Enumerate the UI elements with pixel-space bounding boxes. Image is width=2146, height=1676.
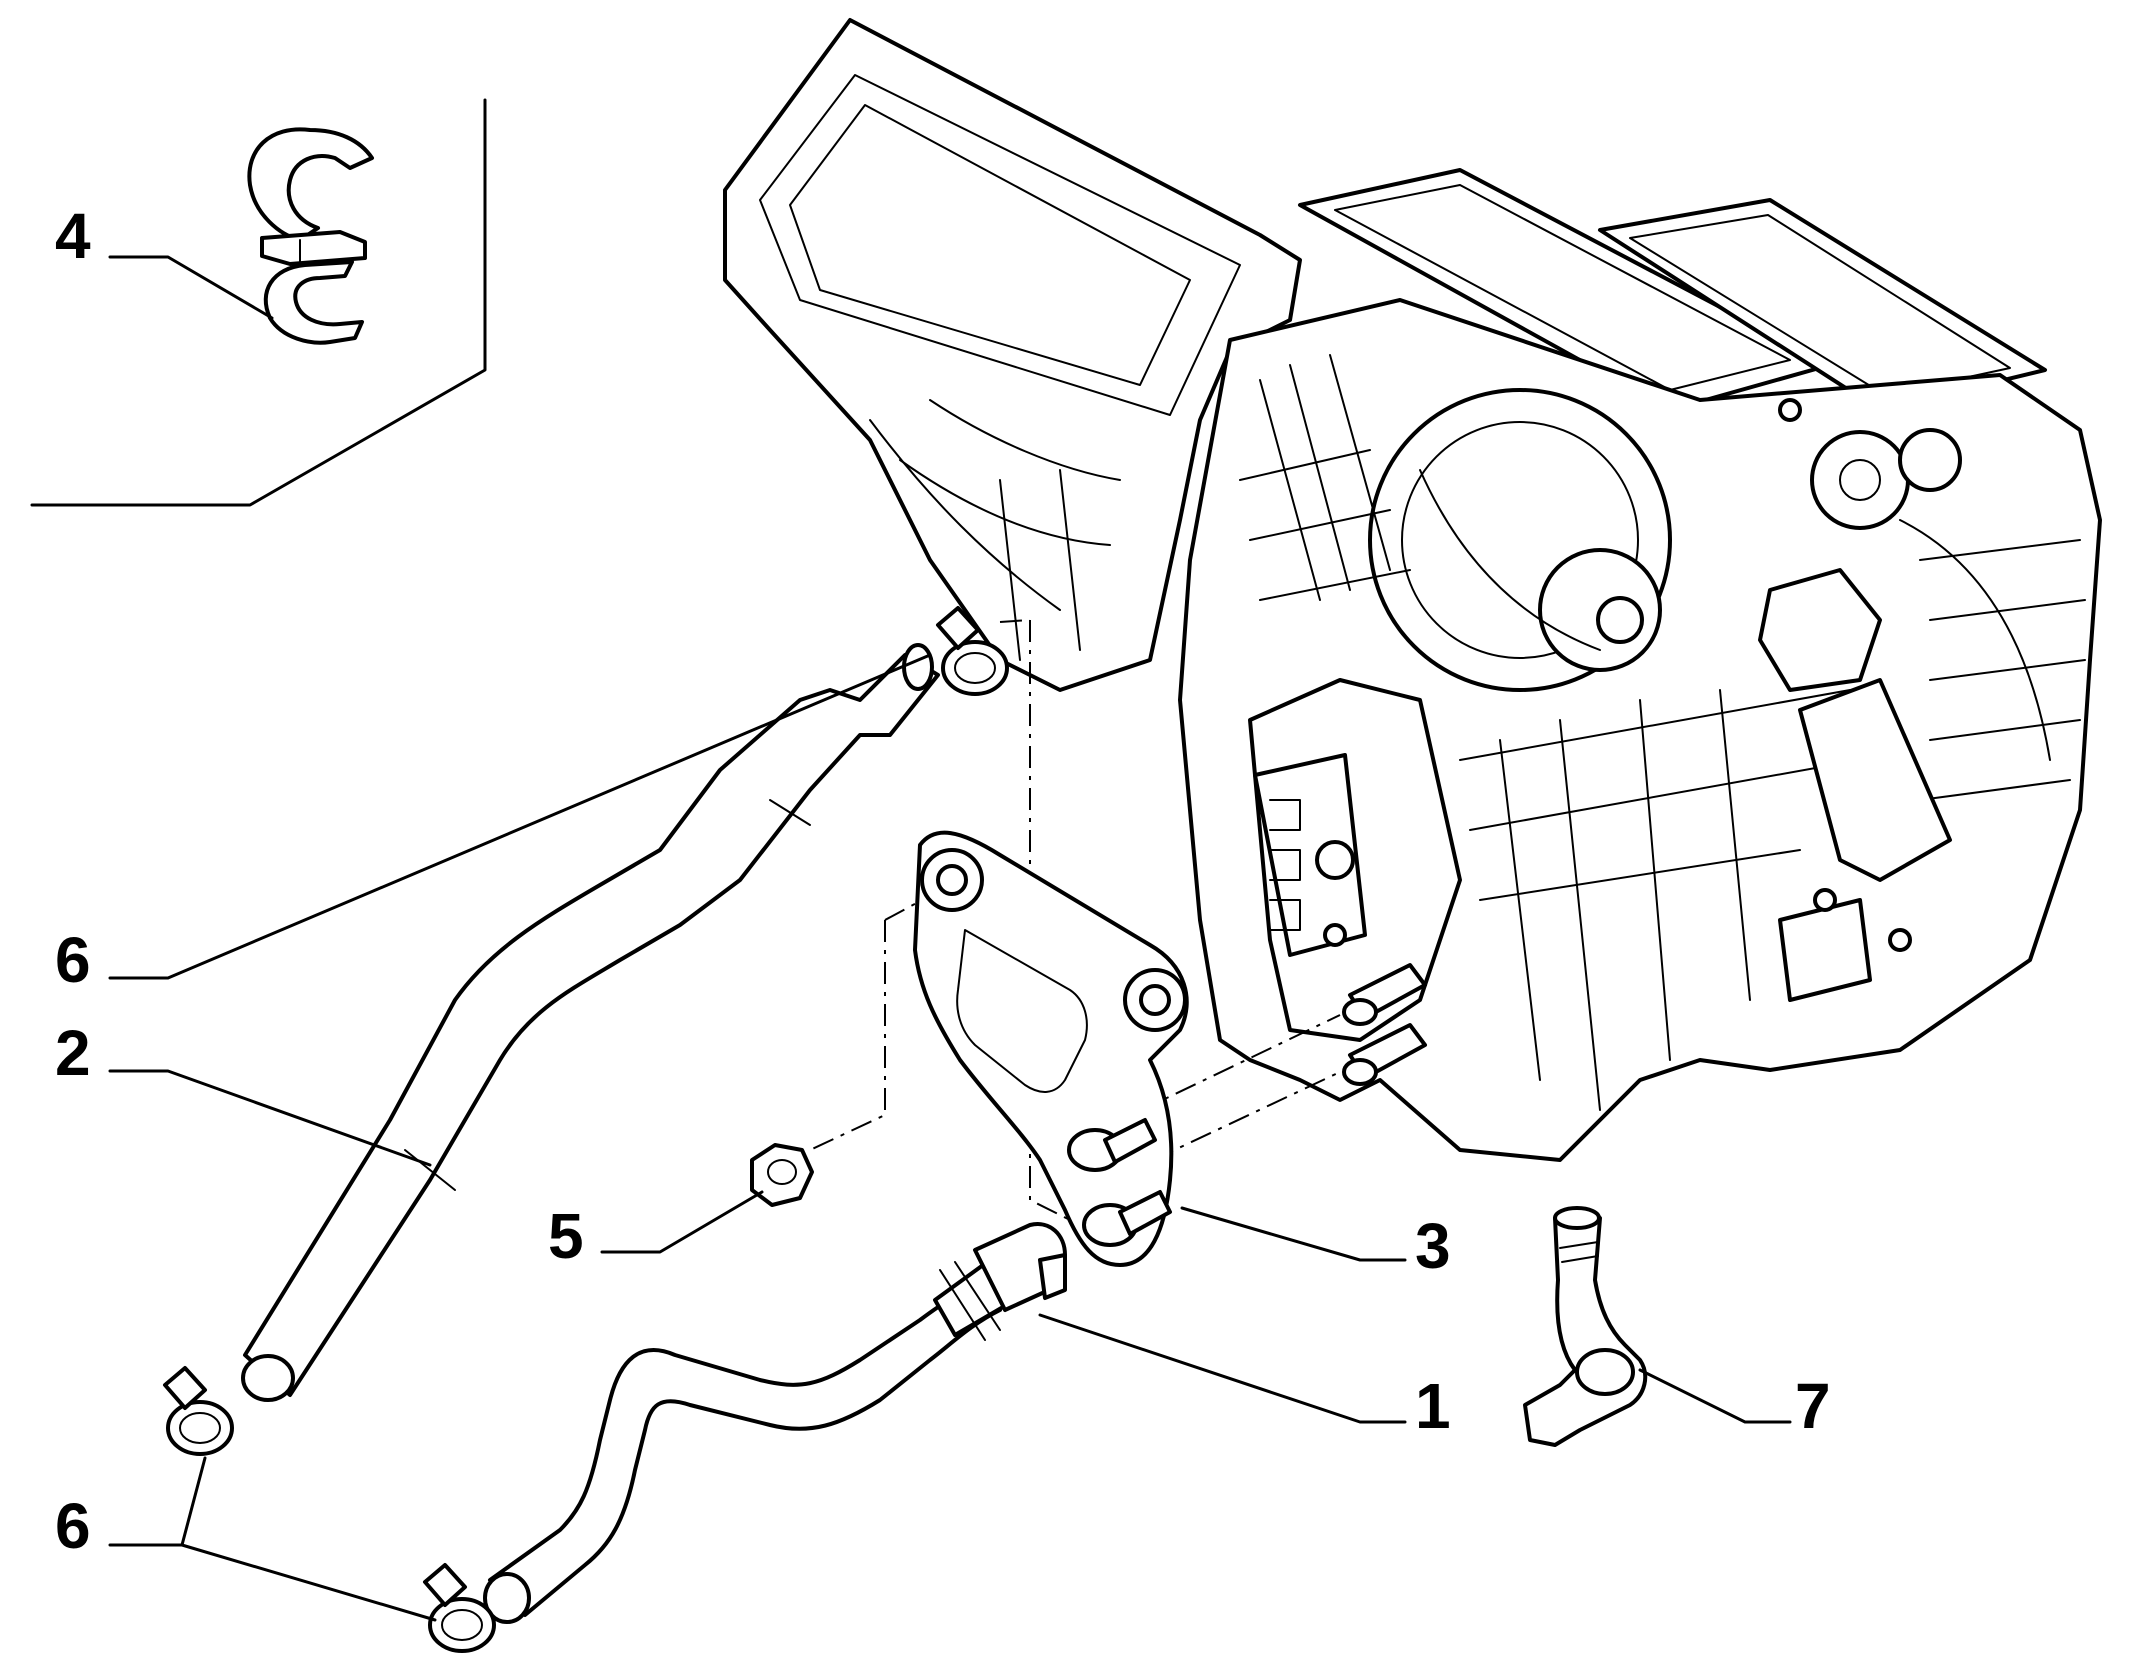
callout-5: 5: [548, 1200, 584, 1272]
callout-2: 2: [55, 1017, 91, 1089]
part-3-flange-plate: [913, 830, 1189, 1267]
part-6-hose-clamp-bottom: [423, 1563, 496, 1653]
part-6-hose-clamp-top: [936, 606, 1009, 696]
part-4-double-clip: [247, 127, 374, 345]
part-6-hose-clamp-left: [163, 1366, 234, 1456]
part-7-elbow-hose: [1523, 1206, 1648, 1447]
leader-lines: [108, 255, 1792, 1622]
callout-6-bottom: 6: [55, 1490, 91, 1562]
hvac-heater-housing: [723, 18, 2102, 1162]
part-5-hex-nut: [750, 1143, 814, 1207]
callout-6-top: 6: [55, 924, 91, 996]
callout-4: 4: [55, 200, 91, 272]
callout-1: 1: [1415, 1370, 1451, 1442]
part-2-upper-hose: [241, 643, 940, 1402]
detail-inset-frame: [30, 98, 487, 507]
callout-7: 7: [1795, 1370, 1831, 1442]
callout-3: 3: [1415, 1210, 1451, 1282]
part-1-lower-hose: [483, 1222, 1067, 1624]
